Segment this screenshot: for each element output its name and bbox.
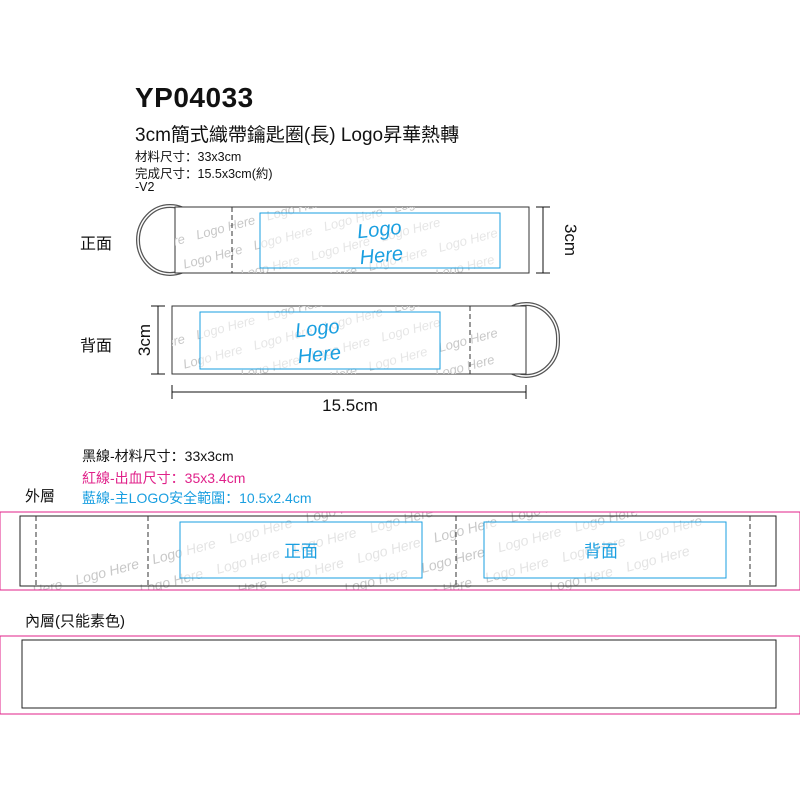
legend-bleed-line: 紅線-出血尺寸：35x3.4cm (82, 470, 246, 486)
product-name: 3cm簡式織帶鑰匙圈(長) Logo昇華熱轉 (135, 125, 460, 146)
front-keychain: Logo HereLogo HereLogo HereLogo HereLogo… (136, 204, 530, 276)
back-logo-safe-area (199, 311, 441, 370)
outer-back-safe-area (483, 521, 727, 579)
outer-back-label: 背面 (584, 542, 618, 561)
outer-material-line (19, 515, 777, 587)
inner-layer-label: 內層(只能素色) (25, 613, 125, 630)
spec-finished-size: 完成尺寸：15.5x3cm(約) (135, 167, 273, 181)
back-view-label: 背面 (80, 338, 113, 355)
product-code: YP04033 (135, 82, 254, 113)
spec-material-size: 材料尺寸：33x3cm (135, 150, 242, 164)
back-logo-line1: Logo (294, 316, 341, 343)
inner-bleed-line (0, 635, 800, 715)
front-height-label: 3cm (561, 224, 580, 256)
back-logo-line2: Here (297, 342, 342, 368)
front-logo-safe-area (259, 212, 501, 269)
width-label: 15.5cm (322, 396, 378, 415)
legend-black-line: 黑線-材料尺寸：33x3cm (82, 448, 234, 464)
front-height-dimension: 3cm (536, 206, 580, 274)
width-dimension: 15.5cm (171, 385, 527, 415)
back-height-dimension: 3cm (135, 305, 165, 375)
outer-layer: Logo HereLogo HereLogo HereLogo HereLogo… (0, 511, 800, 591)
inner-material-line (21, 639, 777, 709)
front-view-label: 正面 (80, 236, 113, 253)
outer-bleed-line (0, 511, 800, 591)
outer-front-label: 正面 (284, 542, 318, 561)
outer-front-safe-area (179, 521, 423, 579)
outer-pattern: Logo HereLogo HereLogo HereLogo HereLogo… (0, 512, 717, 590)
inner-layer (0, 635, 800, 715)
legend-safe-line: 藍線-主LOGO安全範圍：10.5x2.4cm (82, 490, 312, 506)
front-logo-line1: Logo (356, 217, 403, 244)
back-height-label: 3cm (135, 324, 154, 356)
spec-version: -V2 (135, 180, 155, 194)
outer-layer-label: 外層 (25, 488, 56, 505)
front-logo-line2: Here (359, 243, 404, 269)
